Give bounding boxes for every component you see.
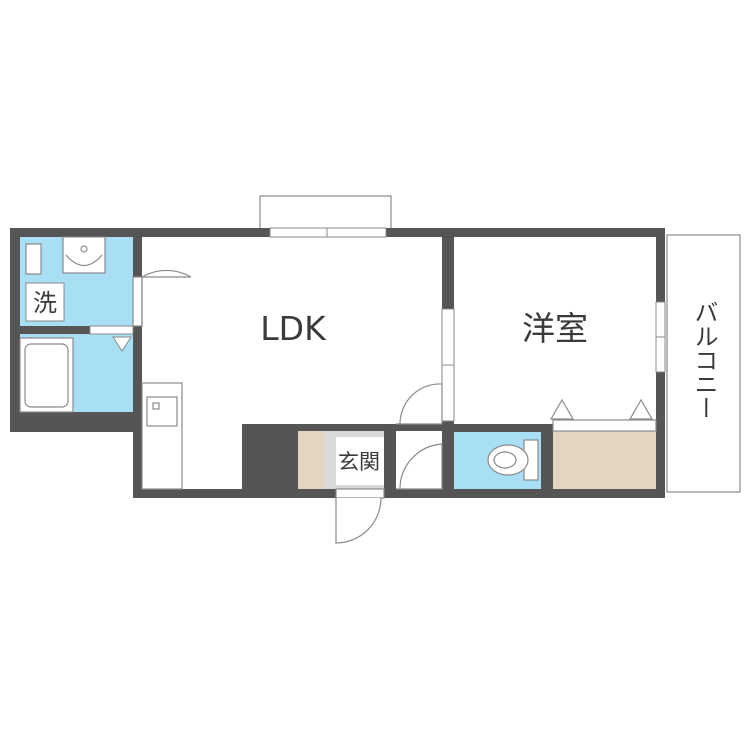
bathroom-divider <box>89 325 134 335</box>
laundry-label: 洗 <box>33 289 57 317</box>
toilet <box>487 439 539 481</box>
entrance-label: 玄関 <box>338 450 380 474</box>
shoe-storage <box>298 431 324 489</box>
balcony <box>666 234 741 493</box>
balcony-label: バルコニー <box>690 300 718 420</box>
bay-window <box>259 195 392 230</box>
front-door <box>335 488 385 544</box>
western-room-label: 洋室 <box>522 309 588 348</box>
bathroom-door-mark <box>112 336 132 352</box>
closet <box>553 431 656 489</box>
entrance-step <box>336 437 384 485</box>
laundry-door <box>132 269 192 327</box>
laundry-tag <box>25 282 65 322</box>
window-openings <box>269 227 666 422</box>
kitchen-counter <box>141 382 183 490</box>
washbasin <box>62 236 106 274</box>
closet-doors <box>549 398 657 432</box>
hall-doors <box>396 383 443 490</box>
washing-machine <box>25 243 42 275</box>
ldk-label: LDK <box>260 309 327 348</box>
bathtub <box>19 337 74 413</box>
